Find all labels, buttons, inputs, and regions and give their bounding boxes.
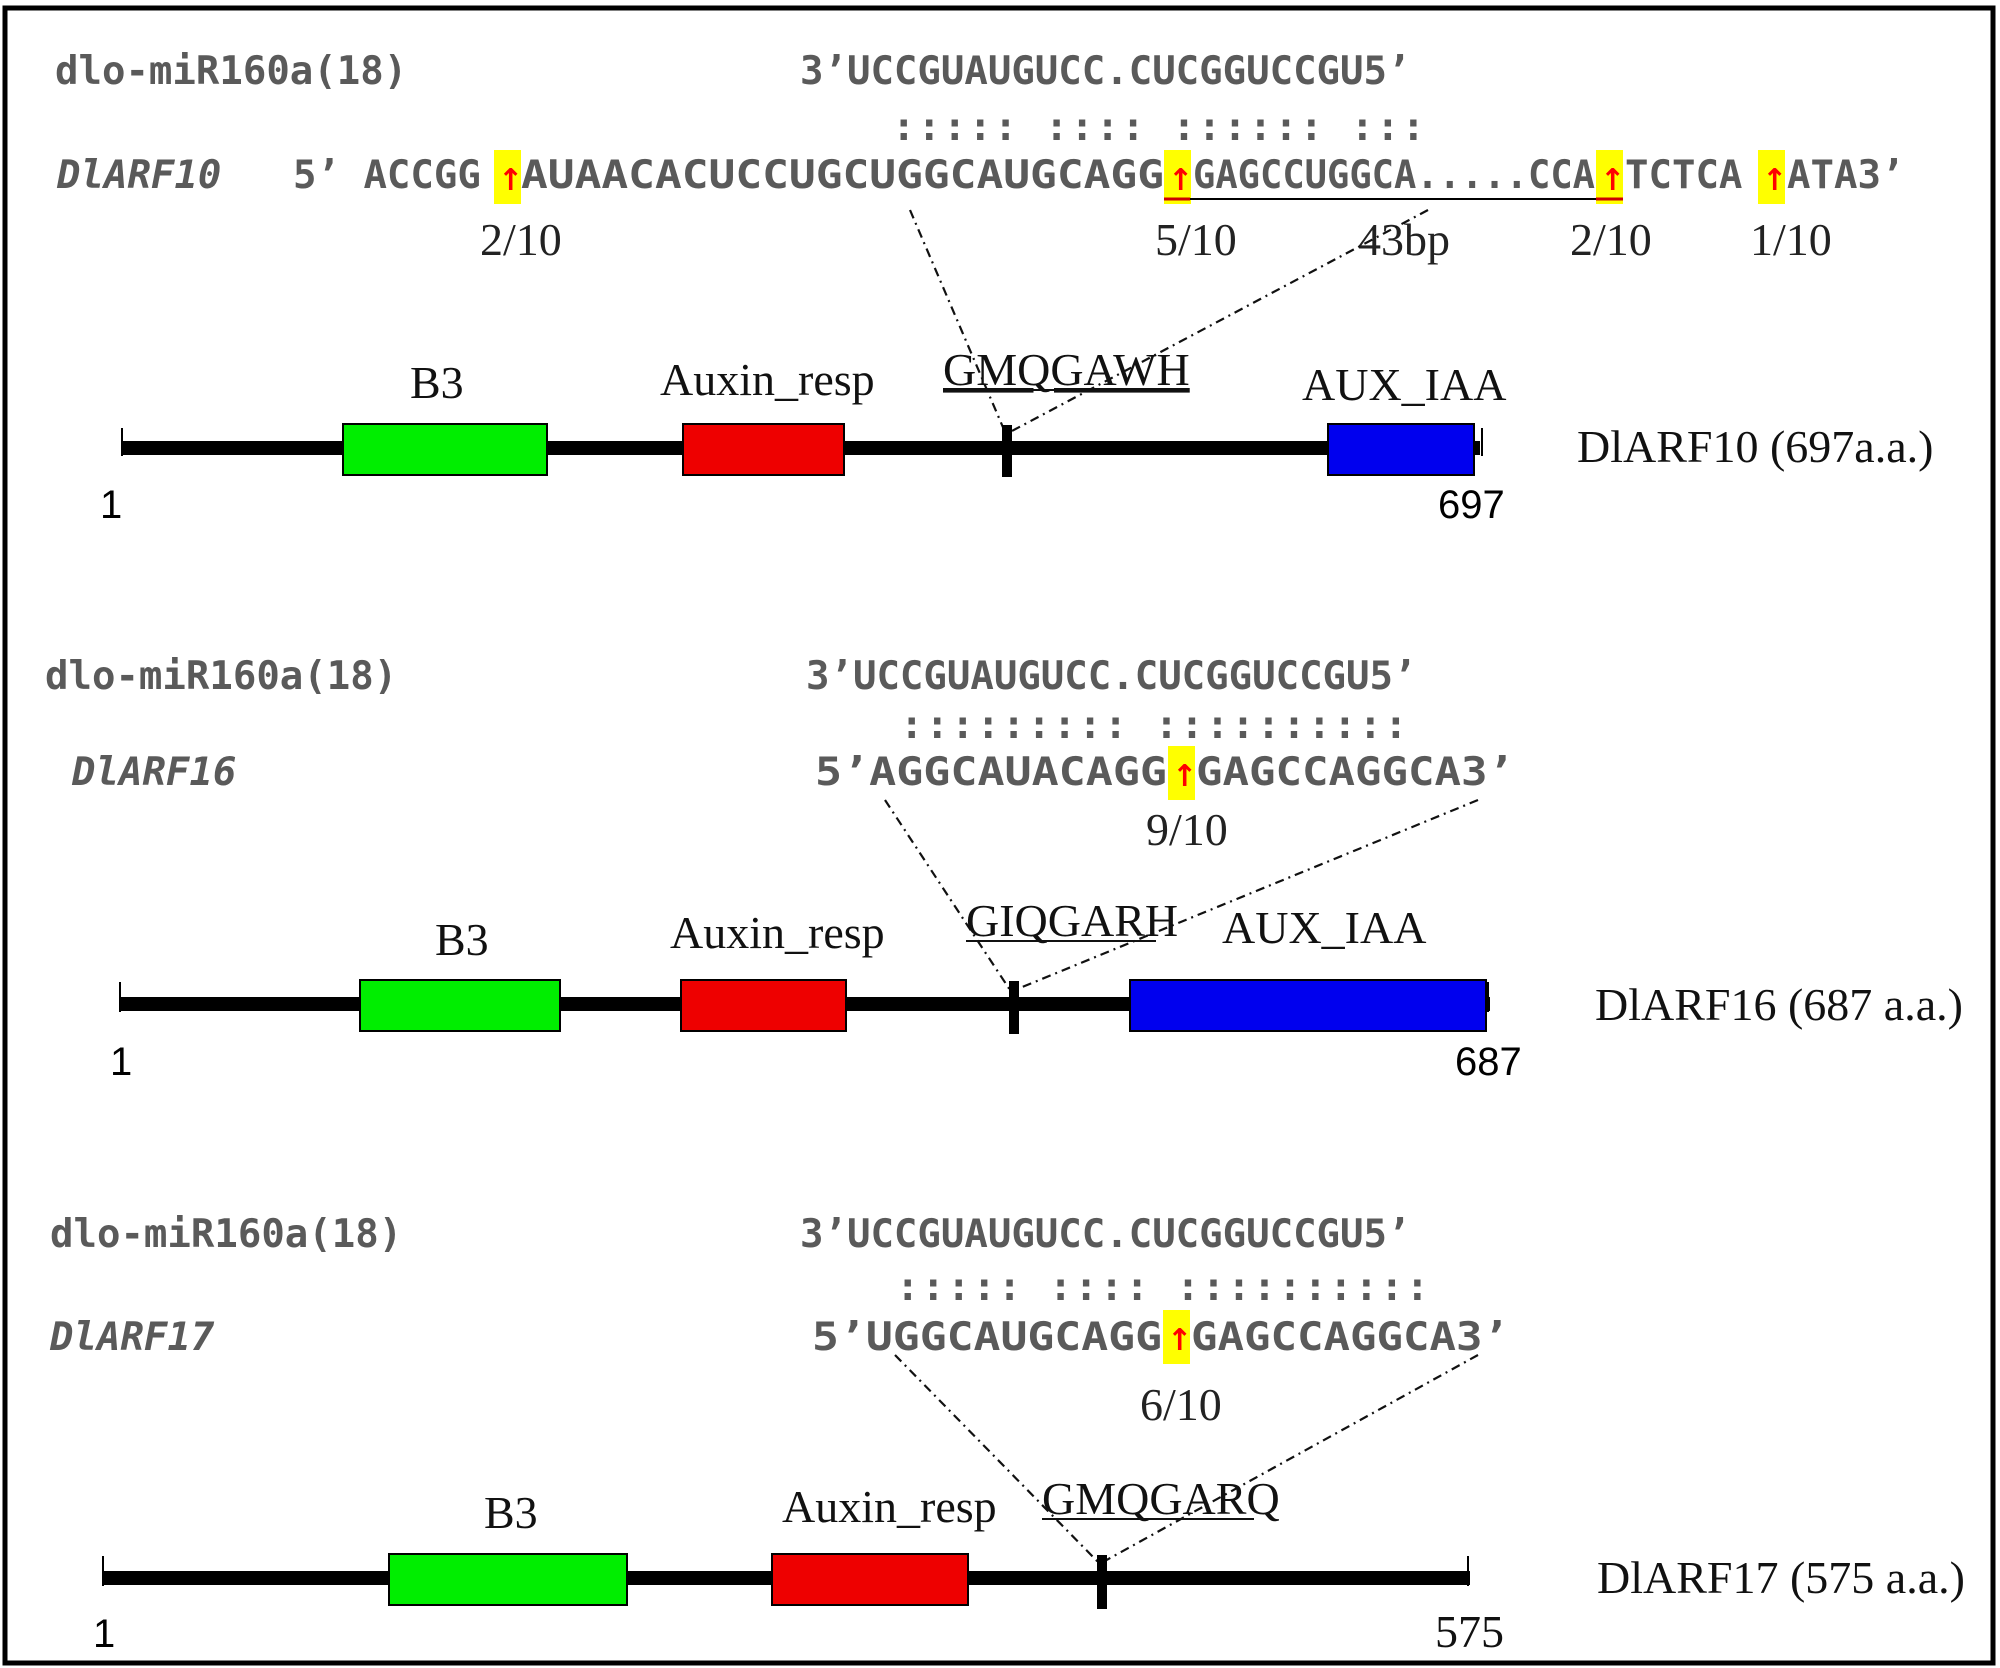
cleavage-site-highlight — [494, 150, 521, 204]
domain-label-b3: B3 — [410, 357, 464, 408]
domain-label-auxin-resp: Auxin_resp — [670, 907, 885, 958]
cleavage-fraction: 1/10 — [1750, 214, 1832, 265]
target-seq-segment: GAGCCAGGCA3’ — [1196, 750, 1514, 795]
mirna-sequence: 3’UCCGUAUGUCC.CUCGGUCCGU5’ — [800, 49, 1410, 94]
domain-aux-iaa — [1129, 979, 1487, 1032]
domain-label-auxin-resp: Auxin_resp — [782, 1481, 997, 1532]
panel-dlarf16: dlo-miR160a(18) 3’UCCGUAUGUCC.CUCGGUCCGU… — [45, 654, 1963, 1084]
target-gene-label: DlARF10 — [56, 153, 221, 198]
cleavage-arrow-icon: ↑ — [1762, 163, 1787, 198]
mirna-name: dlo-miR160a(18) — [50, 1212, 402, 1257]
sequence-end: 575 — [1435, 1606, 1504, 1657]
domain-auxin-resp — [680, 979, 847, 1032]
target-site-mark — [1097, 1555, 1107, 1609]
base-pairing: ::::: :::: :::::::::: — [896, 1265, 1431, 1310]
connector-line — [1102, 1354, 1479, 1563]
domain-label-aux-iaa: AUX_IAA — [1222, 902, 1426, 953]
domain-label-aux-iaa: AUX_IAA — [1302, 359, 1506, 410]
connector-line — [894, 1354, 1099, 1563]
sequence-end: 697 — [1438, 483, 1505, 527]
sequence-start: 1 — [110, 1040, 132, 1084]
cleavage-fraction: 2/10 — [480, 214, 562, 265]
domain-label-b3: B3 — [435, 914, 489, 965]
connector-line — [1009, 209, 1429, 433]
figure-border — [2, 5, 1996, 1666]
motif-label: GMQGAWH — [943, 344, 1190, 395]
target-site-mark — [1002, 425, 1012, 477]
protein-length-label: DlARF16 (687 a.a.) — [1595, 979, 1963, 1030]
target-seq-segment: ATA3’ — [1787, 153, 1904, 198]
connector-line — [908, 209, 1007, 433]
mirna-sequence: 3’UCCGUAUGUCC.CUCGGUCCGU5’ — [800, 1212, 1410, 1257]
sequence-start: 1 — [100, 483, 122, 527]
cleavage-site-highlight — [1168, 746, 1195, 800]
motif-label: GIQGARH — [966, 895, 1178, 946]
cleavage-arrow-icon: ↑ — [1167, 1323, 1192, 1358]
cleavage-fraction: 5/10 — [1155, 214, 1237, 265]
target-gene-label: DlARF16 — [71, 750, 236, 795]
cleavage-site-highlight — [1758, 150, 1785, 204]
target-seq-segment: TCTCA — [1625, 153, 1742, 198]
mirna-sequence: 3’UCCGUAUGUCC.CUCGGUCCGU5’ — [806, 654, 1416, 699]
cleavage-fraction: 6/10 — [1140, 1379, 1222, 1430]
target-seq-segment: AUAACACUCCUGCUGGCAUGCAGG — [521, 153, 1164, 198]
mirna-name: dlo-miR160a(18) — [55, 49, 407, 94]
domain-label-b3: B3 — [484, 1487, 538, 1538]
mirna-name: dlo-miR160a(18) — [45, 654, 397, 699]
cleavage-fraction: 2/10 — [1570, 214, 1652, 265]
panel-dlarf10: dlo-miR160a(18) 3’UCCGUAUGUCC.CUCGGUCCGU… — [55, 49, 1933, 527]
cleavage-arrow-icon: ↑ — [1600, 163, 1625, 198]
protein-length-label: DlARF17 (575 a.a.) — [1597, 1552, 1965, 1603]
connector-line — [884, 799, 1011, 991]
base-pairing: ::::: :::: :::::: ::: — [892, 105, 1427, 150]
domain-auxin-resp — [682, 423, 845, 476]
motif-label: GMQGARQ — [1042, 1473, 1280, 1524]
cleavage-site-highlight — [1164, 150, 1191, 204]
base-pairing: ::::::::: :::::::::: — [900, 703, 1410, 748]
target-seq-segment: 5’AGGCAUACAGG — [815, 750, 1167, 795]
domain-label-auxin-resp: Auxin_resp — [660, 354, 875, 405]
cleavage-arrow-icon: ↑ — [1168, 163, 1193, 198]
sequence-start: 1 — [93, 1612, 115, 1656]
domain-b3 — [388, 1553, 628, 1606]
cleavage-arrow-icon: ↑ — [1172, 759, 1197, 794]
cleavage-fraction: 9/10 — [1146, 804, 1228, 855]
domain-b3 — [342, 423, 548, 476]
target-site-mark — [1009, 981, 1019, 1034]
target-seq-segment: GAGCCAGGCA3’ — [1191, 1315, 1509, 1360]
cleavage-arrow-icon: ↑ — [498, 163, 523, 198]
domain-b3 — [359, 979, 561, 1032]
cleavage-site-highlight — [1163, 1310, 1190, 1364]
domain-auxin-resp — [771, 1553, 969, 1606]
protein-length-label: DlARF10 (697a.a.) — [1577, 421, 1933, 472]
sequence-end: 687 — [1455, 1040, 1522, 1084]
panel-dlarf17: dlo-miR160a(18) 3’UCCGUAUGUCC.CUCGGUCCGU… — [49, 1212, 1965, 1657]
target-gene-label: DlARF17 — [49, 1315, 215, 1360]
target-seq-segment: 5’ ACCGG — [293, 153, 481, 198]
domain-aux-iaa — [1327, 423, 1475, 476]
cleavage-site-highlight — [1596, 150, 1623, 204]
target-seq-segment: GAGCCUGGCA.....CCA — [1193, 153, 1595, 198]
target-seq-segment: 5’UGGCAUGCAGG — [812, 1315, 1162, 1360]
